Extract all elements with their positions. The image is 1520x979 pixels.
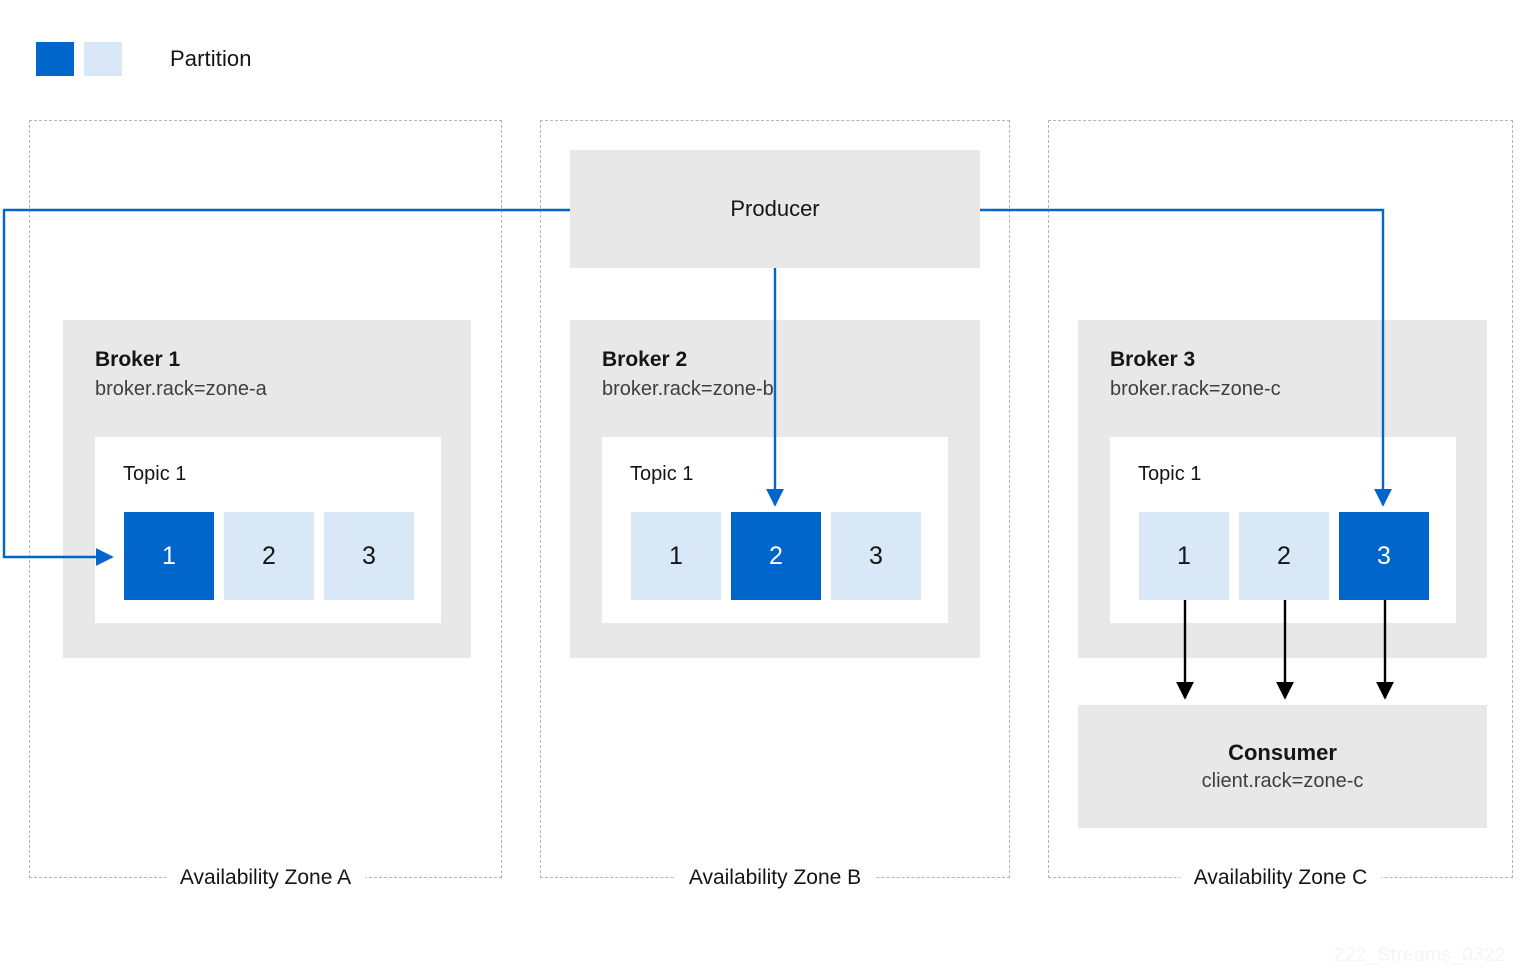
availability-zone-c-label: Availability Zone C — [1179, 864, 1382, 892]
broker-3-partition-list: 1 2 3 — [1139, 512, 1439, 600]
broker-3-title: Broker 3 — [1110, 348, 1196, 371]
broker-1-partition-2[interactable]: 2 — [224, 512, 314, 600]
broker-1-topic-title: Topic 1 — [123, 463, 187, 485]
broker-1-card[interactable]: Broker 1 broker.rack=zone-a Topic 1 1 2 … — [63, 320, 471, 658]
broker-1-partition-3[interactable]: 3 — [324, 512, 414, 600]
broker-2-partition-1[interactable]: 1 — [631, 512, 721, 600]
broker-2-partition-3[interactable]: 3 — [831, 512, 921, 600]
broker-2-topic-title: Topic 1 — [630, 463, 694, 485]
consumer-rack: client.rack=zone-c — [1201, 770, 1364, 792]
broker-1-rack: broker.rack=zone-a — [95, 378, 267, 400]
broker-3-rack: broker.rack=zone-c — [1110, 378, 1281, 400]
broker-2-rack: broker.rack=zone-b — [602, 378, 774, 400]
legend-swatch-follower-partition — [84, 42, 122, 76]
broker-1-partition-list: 1 2 3 — [124, 512, 424, 600]
broker-1-topic-box: Topic 1 1 2 3 — [95, 437, 441, 623]
legend-label: Partition — [170, 46, 252, 71]
broker-1-title: Broker 1 — [95, 348, 181, 371]
broker-3-partition-1[interactable]: 1 — [1139, 512, 1229, 600]
broker-1-partition-1[interactable]: 1 — [124, 512, 214, 600]
consumer-title: Consumer — [1228, 740, 1337, 765]
producer-box[interactable]: Producer — [570, 150, 980, 268]
consumer-box[interactable]: Consumer client.rack=zone-c — [1078, 705, 1487, 828]
broker-2-partition-list: 1 2 3 — [631, 512, 931, 600]
broker-2-partition-2[interactable]: 2 — [731, 512, 821, 600]
broker-2-topic-box: Topic 1 1 2 3 — [602, 437, 948, 623]
availability-zone-a-label: Availability Zone A — [165, 864, 366, 892]
legend-swatch-leader-partition — [36, 42, 74, 76]
legend: Partition — [36, 42, 252, 76]
broker-3-partition-3[interactable]: 3 — [1339, 512, 1429, 600]
broker-3-topic-title: Topic 1 — [1138, 463, 1202, 485]
broker-3-partition-2[interactable]: 2 — [1239, 512, 1329, 600]
broker-2-card[interactable]: Broker 2 broker.rack=zone-b Topic 1 1 2 … — [570, 320, 980, 658]
watermark: 222_Streams_0322 — [1333, 945, 1506, 966]
producer-title: Producer — [730, 196, 820, 221]
broker-2-title: Broker 2 — [602, 348, 688, 371]
availability-zone-b-label: Availability Zone B — [674, 864, 876, 892]
broker-3-card[interactable]: Broker 3 broker.rack=zone-c Topic 1 1 2 … — [1078, 320, 1487, 658]
broker-3-topic-box: Topic 1 1 2 3 — [1110, 437, 1456, 623]
